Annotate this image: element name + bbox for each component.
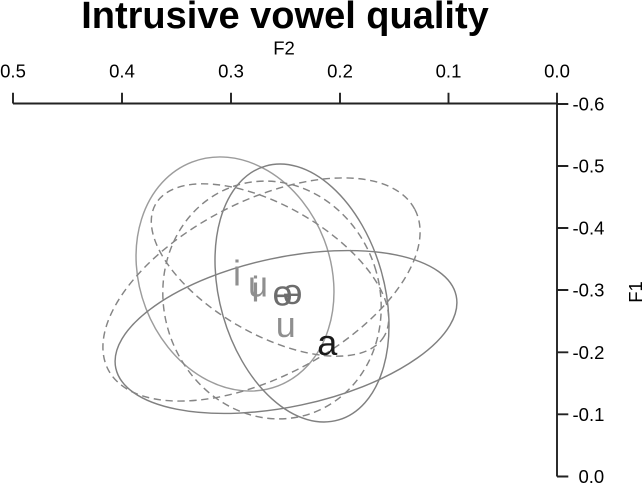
svg-text:-0.3: -0.3: [573, 280, 605, 301]
svg-text:0.4: 0.4: [109, 61, 135, 82]
svg-text:F1: F1: [625, 281, 643, 303]
svg-text:F2: F2: [273, 37, 295, 58]
svg-text:0.5: 0.5: [0, 61, 26, 82]
svg-text:-0.4: -0.4: [573, 218, 605, 239]
svg-text:i: i: [252, 269, 260, 310]
svg-text:0.0: 0.0: [579, 466, 605, 486]
svg-text:0.1: 0.1: [436, 61, 462, 82]
svg-text:ə: ə: [282, 271, 302, 312]
svg-text:u: u: [276, 304, 296, 345]
svg-text:-0.2: -0.2: [573, 342, 605, 363]
svg-text:u: u: [248, 264, 268, 305]
svg-text:-0.1: -0.1: [573, 404, 605, 425]
svg-text:0.2: 0.2: [327, 61, 353, 82]
svg-text:ɵ: ɵ: [272, 273, 292, 314]
svg-text:-0.6: -0.6: [573, 94, 605, 115]
svg-text:0.3: 0.3: [218, 61, 244, 82]
svg-text:0.0: 0.0: [544, 61, 570, 82]
svg-text:i: i: [233, 253, 241, 294]
svg-text:Intrusive vowel quality: Intrusive vowel quality: [81, 0, 489, 37]
svg-text:a: a: [317, 322, 338, 363]
svg-text:-0.5: -0.5: [573, 156, 605, 177]
